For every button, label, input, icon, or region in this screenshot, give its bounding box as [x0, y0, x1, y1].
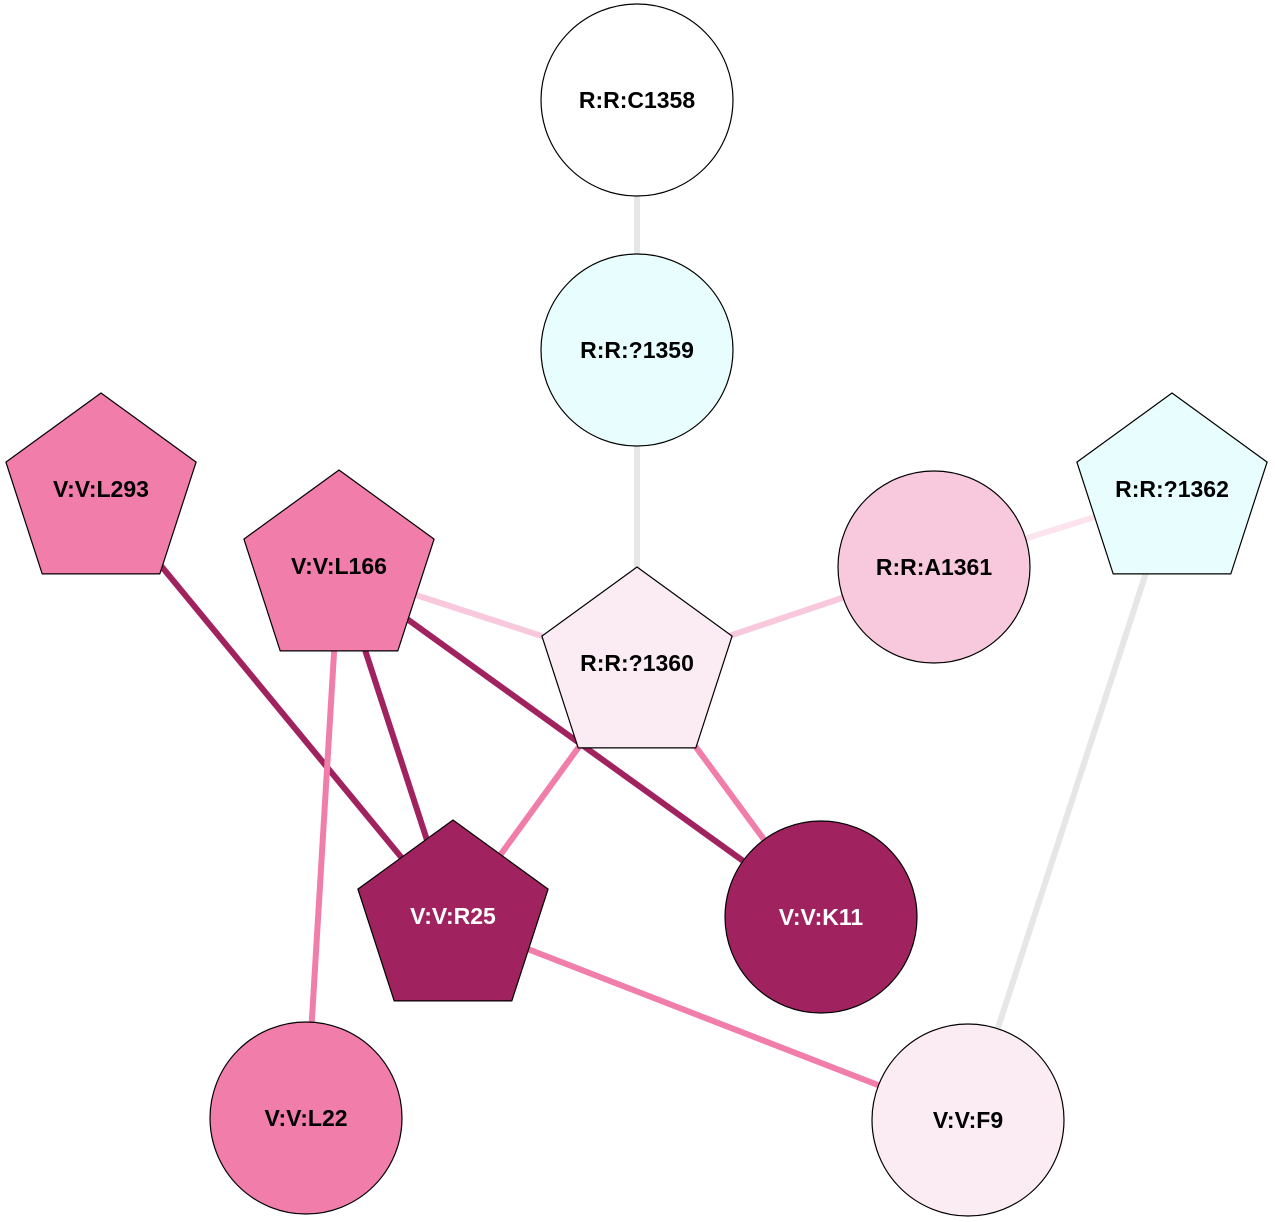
circle-node-shape[interactable] [540, 3, 734, 197]
pentagon-node-shape[interactable] [1076, 392, 1268, 575]
edge-r-r-1362-to-v-v-f9 [965, 492, 1175, 1121]
node-v-v-k11[interactable]: V:V:K11 [724, 820, 918, 1014]
node-label: R:R:?1359 [580, 337, 694, 363]
circle-node-shape[interactable] [540, 253, 734, 447]
node-r-r-c1358[interactable]: R:R:C1358 [540, 3, 734, 197]
circle-node-shape[interactable] [837, 470, 1031, 664]
node-r-r-a1361[interactable]: R:R:A1361 [837, 470, 1031, 664]
pentagon-node-shape[interactable] [357, 819, 549, 1002]
pentagon-node-shape[interactable] [5, 392, 197, 575]
node-v-v-l166[interactable]: V:V:L166 [243, 469, 435, 652]
node-r-r-1360[interactable]: R:R:?1360 [541, 566, 733, 749]
node-v-v-l22[interactable]: V:V:L22 [209, 1021, 403, 1215]
circle-node-shape[interactable] [871, 1023, 1065, 1217]
node-label: R:R:C1358 [579, 87, 696, 113]
node-label: R:R:?1362 [1115, 476, 1229, 502]
node-label: V:V:K11 [779, 904, 864, 930]
node-v-v-f9[interactable]: V:V:F9 [871, 1023, 1065, 1217]
node-label: R:R:A1361 [876, 554, 993, 580]
node-label: V:V:R25 [410, 903, 496, 929]
pentagon-node-shape[interactable] [243, 469, 435, 652]
node-r-r-1362[interactable]: R:R:?1362 [1076, 392, 1268, 575]
pentagon-node-shape[interactable] [541, 566, 733, 749]
node-label: V:V:L293 [53, 476, 149, 502]
node-v-v-r25[interactable]: V:V:R25 [357, 819, 549, 1002]
node-label: R:R:?1360 [580, 650, 694, 676]
node-r-r-1359[interactable]: R:R:?1359 [540, 253, 734, 447]
node-v-v-l293[interactable]: V:V:L293 [5, 392, 197, 575]
node-label: V:V:L22 [264, 1105, 347, 1131]
nodes-layer: R:R:C1358R:R:?1359V:V:L293V:V:L166R:R:?1… [5, 3, 1268, 1217]
circle-node-shape[interactable] [209, 1021, 403, 1215]
circle-node-shape[interactable] [724, 820, 918, 1014]
node-label: V:V:L166 [291, 553, 387, 579]
node-label: V:V:F9 [933, 1107, 1003, 1133]
